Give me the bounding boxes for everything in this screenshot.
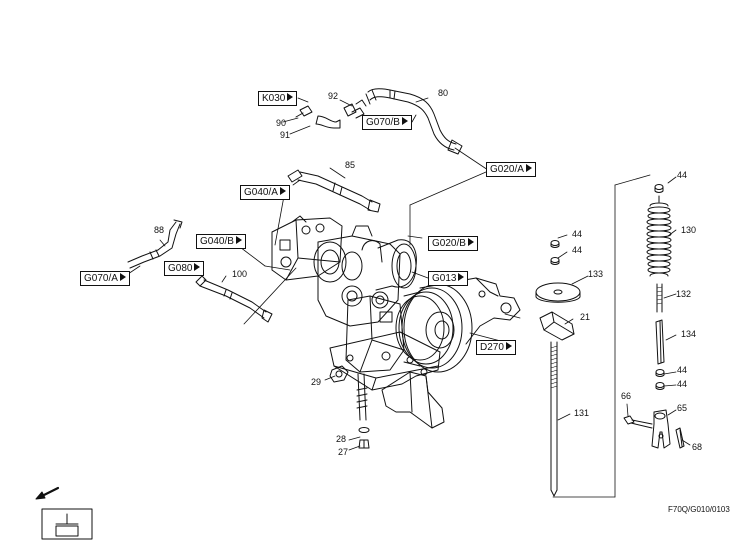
ref-g020a[interactable]: G020/A	[486, 162, 536, 177]
part-number-90[interactable]: 90	[276, 118, 287, 128]
ref-g040b[interactable]: G040/B	[196, 234, 246, 249]
hose-100	[195, 275, 273, 323]
part-number-68[interactable]: 68	[692, 442, 703, 452]
part-number-132[interactable]: 132	[676, 289, 692, 299]
washer-44-b	[550, 257, 560, 265]
part-number-131[interactable]: 131	[574, 408, 590, 418]
arrow-right-icon	[458, 273, 465, 281]
arrow-right-icon	[505, 342, 512, 350]
part-number-44-b[interactable]: 44	[572, 245, 583, 255]
part-number-44-c[interactable]: 44	[677, 365, 688, 375]
arrow-right-icon	[401, 117, 408, 125]
nut-29	[329, 365, 349, 383]
leader-lines	[127, 97, 691, 498]
cylinder-box-icon	[41, 508, 93, 540]
pump-body	[271, 215, 521, 429]
ref-g013[interactable]: G013	[428, 271, 469, 286]
arrow-right-icon	[279, 187, 286, 195]
part-number-27[interactable]: 27	[338, 447, 349, 457]
clevis-65	[651, 409, 671, 449]
part-number-92[interactable]: 92	[328, 91, 339, 101]
part-number-134[interactable]: 134	[681, 329, 697, 339]
part-number-66[interactable]: 66	[621, 391, 632, 401]
arrow-right-icon	[119, 273, 126, 281]
shaft-131	[550, 341, 558, 497]
part-number-65[interactable]: 65	[677, 403, 688, 413]
part-number-85[interactable]: 85	[345, 160, 356, 170]
cotter-68	[675, 427, 685, 449]
arrow-right-icon	[235, 236, 242, 244]
part-number-91[interactable]: 91	[280, 130, 291, 140]
clamp-21	[539, 311, 575, 341]
part-number-80[interactable]: 80	[438, 88, 449, 98]
arrow-right-icon	[525, 164, 532, 172]
part-number-88[interactable]: 88	[154, 225, 165, 235]
arrow-right-icon	[287, 93, 294, 101]
pin-66	[623, 415, 653, 429]
arrow-right-icon	[467, 238, 474, 246]
rod-132	[656, 283, 663, 313]
ref-g080[interactable]: G080	[164, 261, 205, 276]
part-number-44-d[interactable]: 44	[677, 379, 688, 389]
ref-g040a[interactable]: G040/A	[240, 185, 290, 200]
ref-k030[interactable]: K030	[258, 91, 298, 106]
washer-44-a	[550, 240, 560, 248]
hose-80-assembly	[295, 88, 463, 155]
arrow-icon	[35, 486, 60, 500]
part-number-29[interactable]: 29	[311, 377, 322, 387]
part-number-133[interactable]: 133	[588, 269, 604, 279]
rod-134	[655, 319, 665, 365]
ref-g070a[interactable]: G070/A	[80, 271, 130, 286]
ref-d270[interactable]: D270	[476, 340, 516, 355]
part-number-130[interactable]: 130	[681, 225, 697, 235]
hose-85-assembly	[287, 169, 381, 213]
bolt-28-27	[356, 373, 370, 449]
drawing-code: F70Q/G010/0103	[668, 505, 730, 514]
ref-g070b[interactable]: G070/B	[362, 115, 412, 130]
part-number-21[interactable]: 21	[580, 312, 591, 322]
part-number-28[interactable]: 28	[336, 434, 347, 444]
washer-44-top	[654, 184, 664, 193]
part-number-44-a[interactable]: 44	[572, 229, 583, 239]
washer-44-d	[655, 382, 665, 390]
ref-g020b[interactable]: G020/B	[428, 236, 478, 251]
part-number-44-top[interactable]: 44	[677, 170, 688, 180]
disc-133	[535, 282, 581, 303]
arrow-right-icon	[194, 263, 201, 271]
spring-130	[646, 195, 672, 277]
washer-44-c	[655, 369, 665, 377]
hose-88	[127, 219, 183, 269]
part-number-100[interactable]: 100	[232, 269, 248, 279]
